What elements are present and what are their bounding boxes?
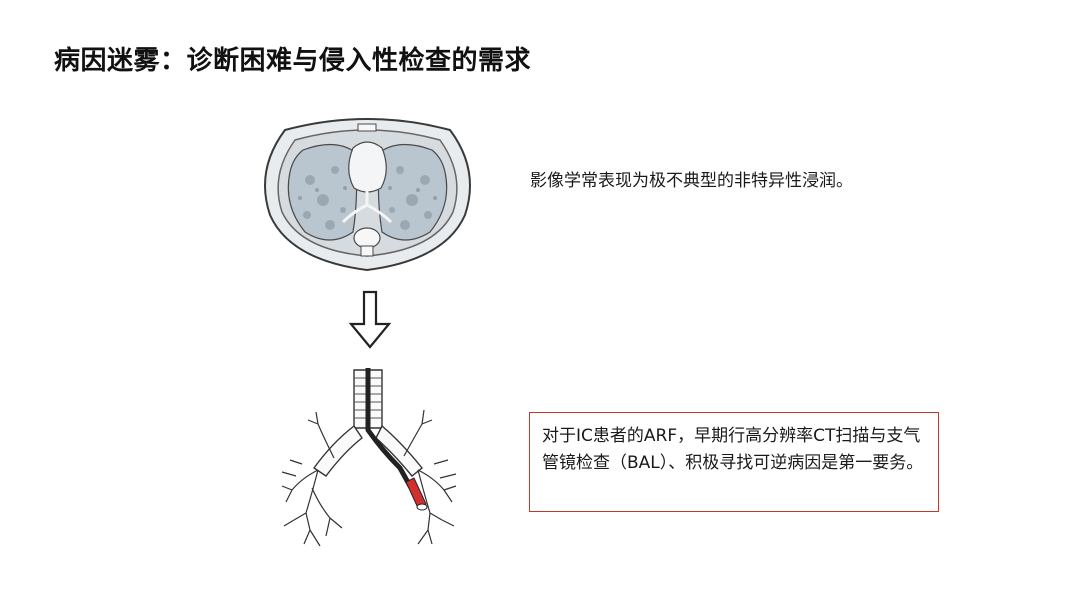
callout-box: 对于IC患者的ARF，早期行高分辨率CT扫描与支气管镜检查（BAL）、积极寻找可… — [529, 412, 939, 512]
imaging-note: 影像学常表现为极不典型的非特异性浸润。 — [530, 168, 860, 195]
bronchoscope-illustration — [272, 368, 472, 568]
chest-ct-illustration — [255, 110, 480, 275]
down-arrow-icon — [345, 290, 395, 350]
page-title: 病因迷雾：诊断困难与侵入性检查的需求 — [54, 40, 531, 77]
callout-text: 对于IC患者的ARF，早期行高分辨率CT扫描与支气管镜检查（BAL）、积极寻找可… — [542, 423, 926, 477]
